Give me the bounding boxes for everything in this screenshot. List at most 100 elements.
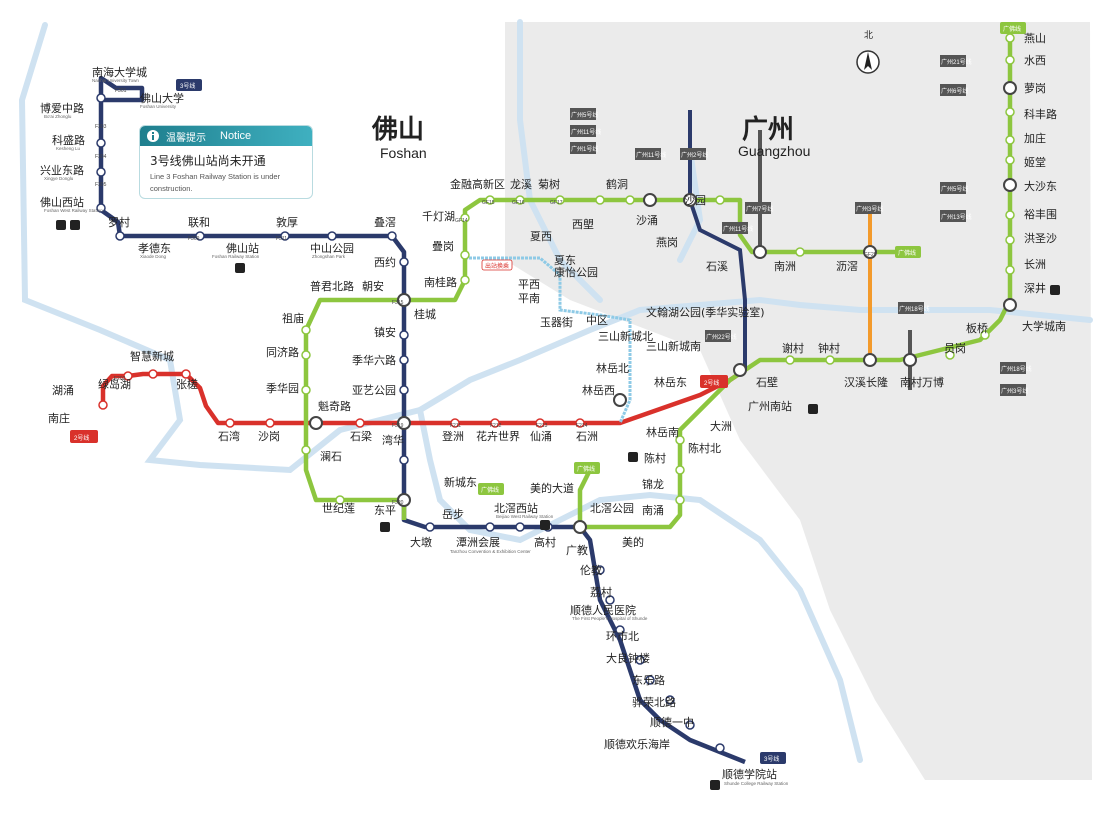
station-label: 南洲 [774, 260, 796, 273]
line3-badge-bottom-label: 3号线 [764, 755, 779, 763]
station-label: 水西 [1024, 54, 1046, 67]
station-label: 石湾 [218, 429, 240, 443]
station-label-en: The First People's Hospital of Shunde [572, 616, 648, 621]
station-label-en: Shunde College Railway Station [724, 781, 789, 786]
station-label: 新城东 [444, 475, 477, 489]
transfer-tag: 广州11号线 [636, 151, 666, 159]
station-label: 科丰路 [1024, 107, 1057, 121]
transfer-tag: 广州11号线 [723, 225, 753, 233]
station-label: 石梁 [350, 429, 372, 443]
station-label: 桂城 [414, 307, 436, 321]
transfer-tag: 广州3号线 [856, 205, 883, 213]
station-label: 洪圣沙 [1024, 231, 1057, 245]
line3-badge-top-label: 3号线 [180, 82, 195, 90]
station-label: 燕山 [1024, 32, 1046, 45]
station-label: 陈村 [644, 451, 666, 465]
station-label: 三山新城南 [646, 339, 701, 353]
transfer-tag: 广州5号线 [571, 111, 598, 119]
station-label: 大学城南 [1022, 319, 1066, 333]
station-label: 西约 [374, 256, 396, 269]
station-code: F305 [95, 182, 107, 188]
station-label: 叠滘 [374, 216, 396, 229]
station-label: 广州南站 [748, 399, 792, 413]
foshan-name-en: Foshan [380, 145, 427, 161]
station-label: 镇安 [374, 325, 396, 339]
station-label-en: Nanhai University Town [92, 78, 139, 83]
station-label: 亚艺公园 [352, 384, 396, 397]
station-label: 大墩 [410, 535, 432, 549]
railway-icons [56, 220, 1060, 790]
north-label: 北 [864, 30, 873, 41]
station-code: GF16 [512, 200, 525, 206]
notice-text-en-1: Line 3 Foshan Railway Station is under [150, 172, 281, 181]
line2-badge-label: 2号线 [74, 434, 89, 442]
station-code: F304 [95, 154, 107, 160]
station-markers [96, 93, 725, 753]
station-label: 荔村 [590, 585, 612, 599]
station-label-en: Xingye Donglu [44, 176, 74, 181]
station-label: 绿岛湖 [98, 377, 131, 391]
station-label: 平南 [518, 292, 540, 305]
station-label: 西塱 [572, 217, 594, 231]
guangfo-badge-2-label: 广佛线 [481, 486, 499, 494]
station-label: 湖涌 [52, 384, 74, 397]
station-label: 美的 [622, 535, 644, 549]
station-code: F211 [450, 423, 461, 429]
station-labels: 南海大学城 Nanhai University Town 佛山大学 Foshan… [40, 32, 1066, 786]
station-label: 林岳北 [596, 361, 629, 375]
station-label: 陈村北 [688, 441, 721, 455]
station-label-en: Tanzhou Convention & Exhibition Center [450, 549, 531, 554]
transfer-tag: 广州2号线 [681, 151, 708, 159]
station-label: 敦厚 [276, 215, 298, 229]
station-label: 菊树 [538, 177, 560, 191]
station-code: F214 [576, 423, 588, 429]
station-label: 花卉世界 [476, 430, 520, 443]
notice-text-en-2: construction. [150, 184, 193, 193]
transfer-tag: 广州21号线 [941, 58, 972, 66]
station-code: F212 [490, 423, 502, 429]
station-label: 张槎 [176, 377, 198, 391]
station-label-en: Foshan Railway Station [212, 254, 260, 259]
rivers [18, 19, 1093, 763]
transfer-tag: 广州18号线 [899, 305, 930, 313]
station-label: 林岳西 [582, 383, 615, 397]
station-label: 东乐路 [632, 674, 665, 687]
transfer-tag: 广州22号线 [706, 333, 737, 341]
station-label: 夏东 [554, 254, 576, 267]
station-code: F202 [114, 376, 126, 382]
station-label: 石溪 [706, 260, 728, 273]
station-label: 佛山西站 [40, 195, 84, 209]
station-label: 普君北路 [310, 279, 354, 293]
station-label: 祖庙 [282, 311, 304, 325]
line3-badge-bottom: 3号线 [760, 752, 786, 764]
line2-badge-gz: 2号线 [700, 375, 728, 388]
station-label: 大洲 [710, 419, 732, 433]
station-label: 顺德学院站 [722, 767, 777, 781]
station-label-en: Foshan West Railway Station [44, 208, 103, 213]
station-label: 中山公园 [310, 242, 354, 255]
station-label: 员岗 [944, 342, 966, 355]
train-icon [235, 263, 245, 273]
line-2 [100, 368, 747, 426]
station-label: 中区 [586, 314, 608, 327]
guangfo-badge-2: 广佛线 [478, 483, 504, 495]
guangfo-badge-4-label: 广佛线 [1003, 25, 1021, 33]
station-label: 博爱中路 [40, 102, 84, 115]
station-label: 高村 [534, 535, 556, 549]
station-label: 林岳南 [646, 425, 679, 439]
station-label: 钟村 [818, 341, 840, 355]
train-icon [808, 404, 818, 414]
station-label: 南庄 [48, 411, 70, 425]
station-label: 南海大学城 [92, 65, 147, 79]
station-label: 龙溪 [510, 178, 532, 191]
train-icon [380, 522, 390, 532]
line2-badge: 2号线 [70, 430, 98, 443]
guangfo-badge-3-label: 广佛线 [577, 465, 595, 473]
station-label: 广教 [566, 544, 588, 557]
station-markers-red [98, 369, 585, 428]
station-label: 顺德人民医院 [570, 603, 636, 617]
station-label-en: Foshan University [140, 104, 177, 109]
station-label: 联和 [188, 216, 210, 229]
station-label: 环市北 [606, 629, 639, 643]
